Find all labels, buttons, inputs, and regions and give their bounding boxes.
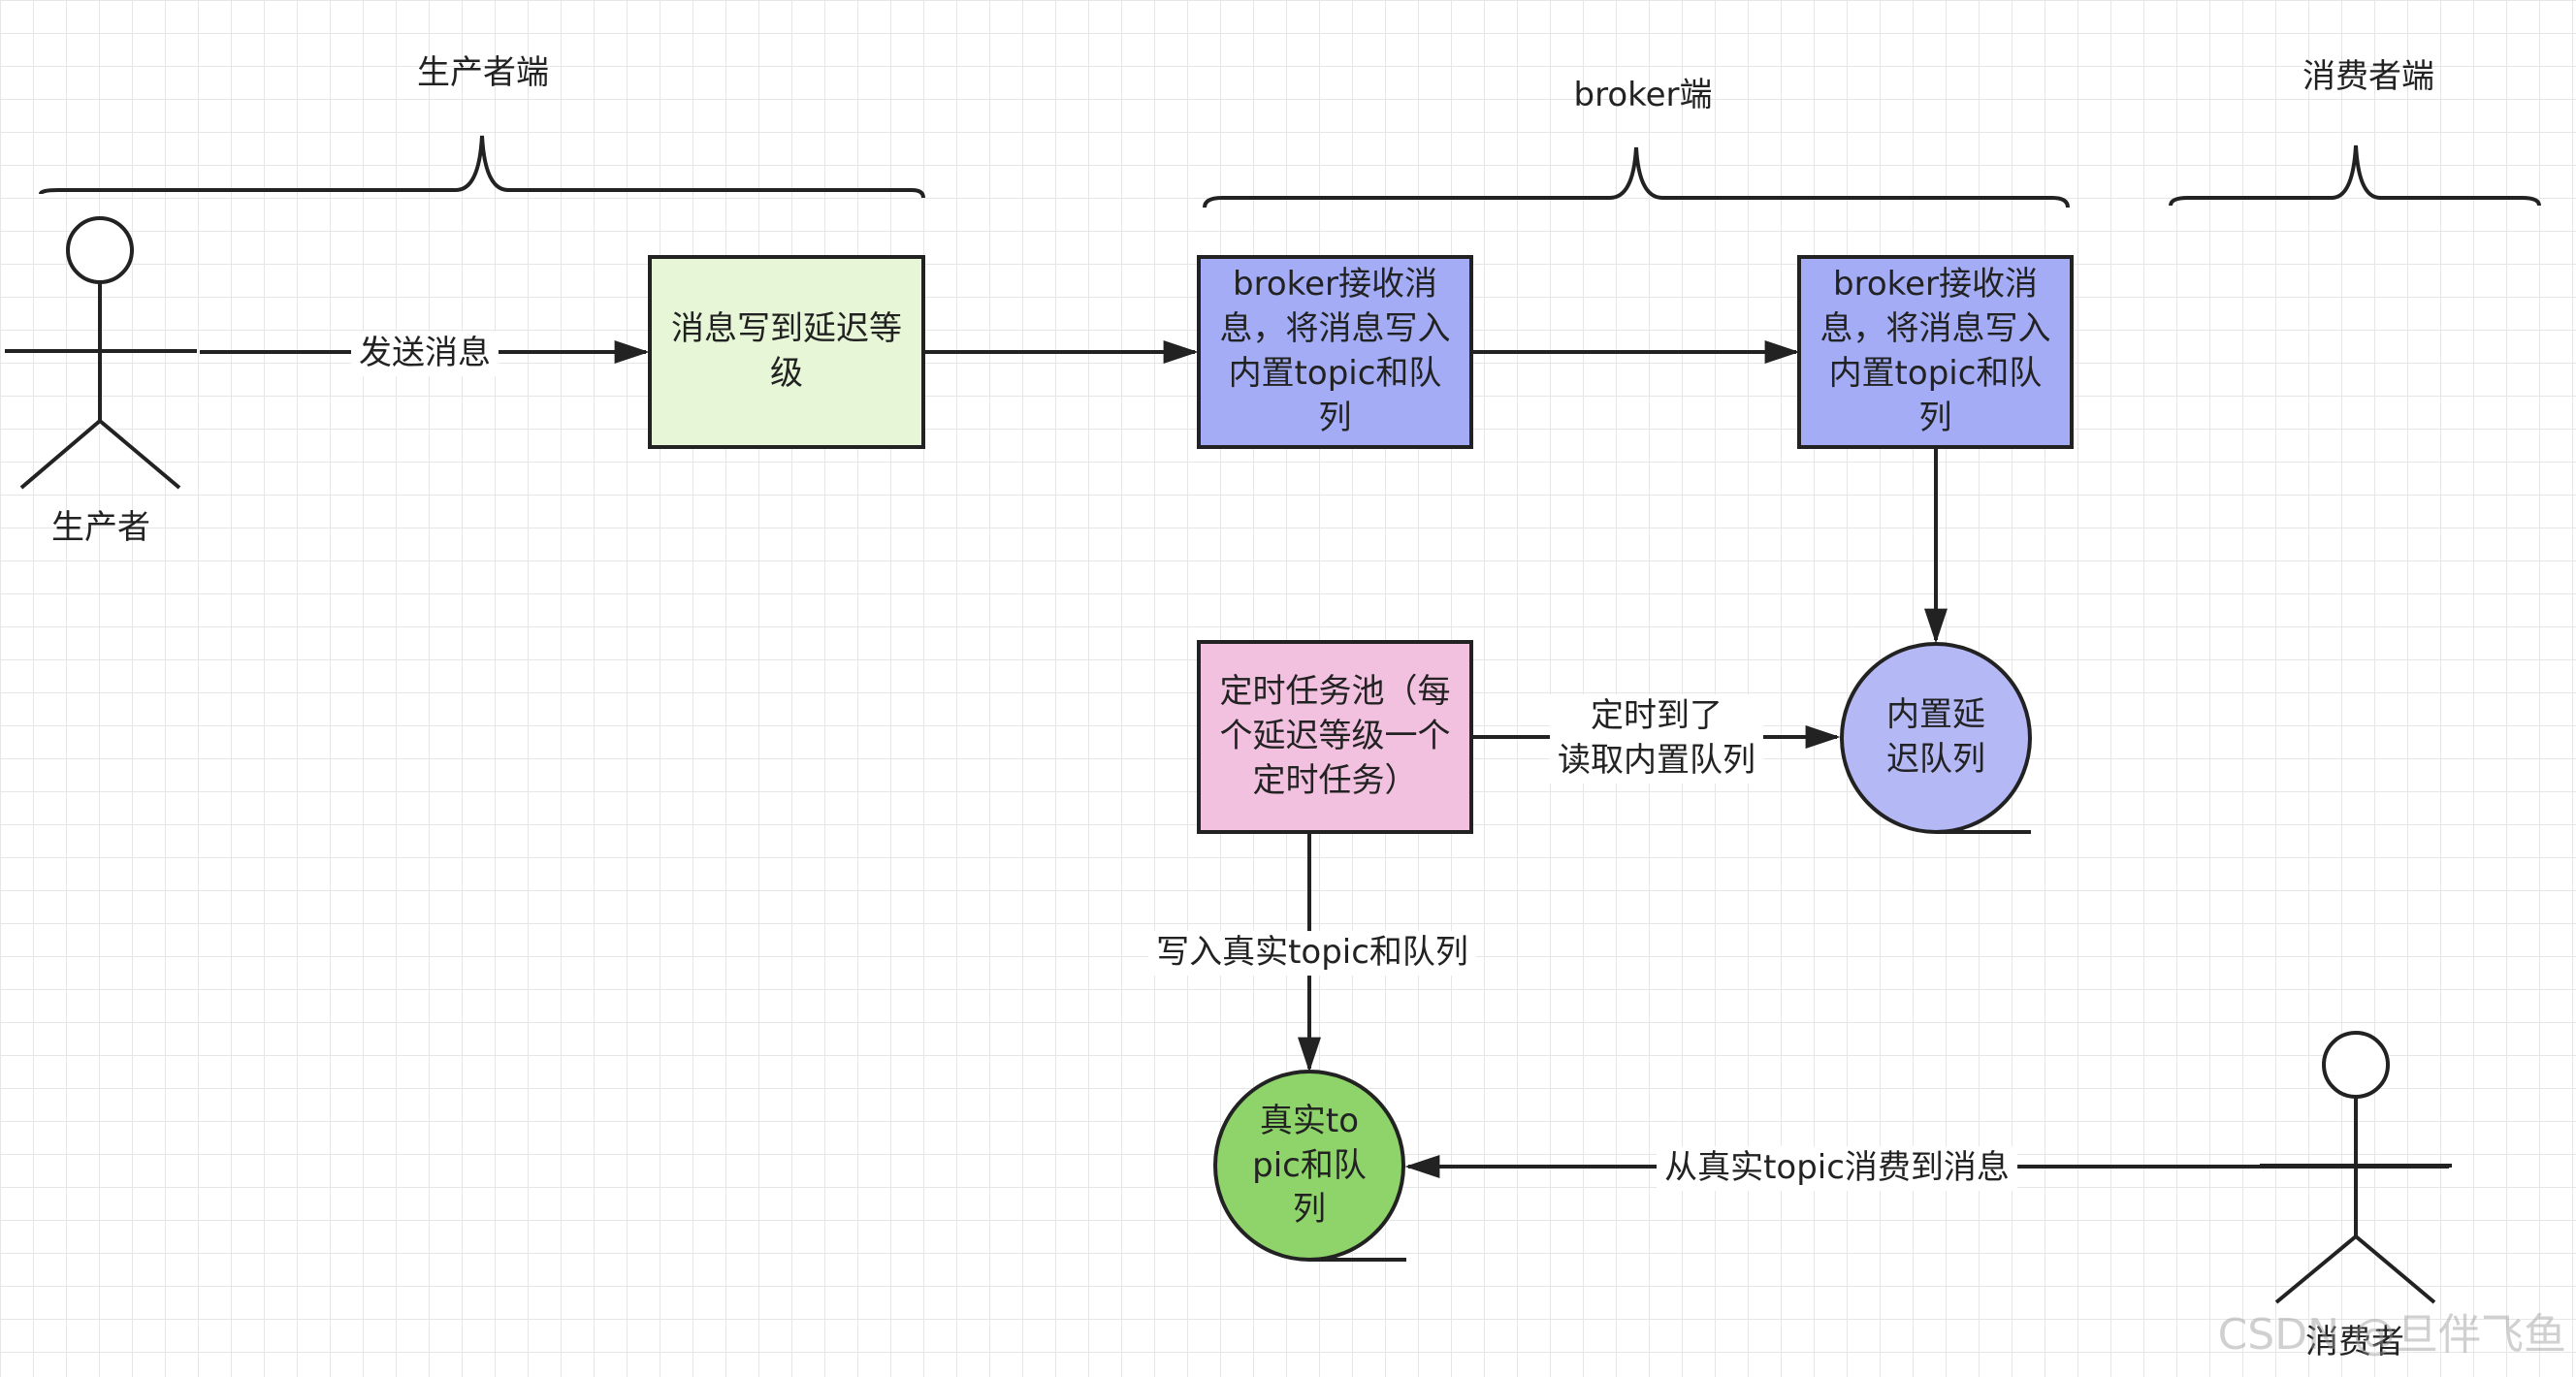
timer-edge-label-line2: 读取内置队列: [1558, 741, 1755, 780]
timer-pool-box: [1197, 640, 1473, 834]
section-consumer-title: 消费者端: [2302, 57, 2434, 97]
broker-recv-text-2: broker接收消息，将消息写入内置topic和队列: [1819, 265, 2051, 437]
csdn-watermark: CSDN @旦伴飞鱼: [2217, 1310, 2566, 1360]
timer-edge-label: 定时到了 读取内置队列: [1550, 694, 1763, 784]
consumer-brace: [2169, 144, 2541, 207]
timer-edge-label-line1: 定时到了: [1591, 696, 1723, 736]
broker-recv-text-1: broker接收消息，将消息写入内置topic和队列: [1219, 265, 1451, 437]
write-real-edge-label: 写入真实topic和队列: [1148, 931, 1476, 976]
write-level-box: [648, 255, 925, 449]
producer-actor-icon: [5, 216, 197, 490]
real-queue-text: 真实topic和队列: [1252, 1101, 1367, 1230]
timer-pool-text: 定时任务池（每个延迟等级一个定时任务）: [1219, 672, 1451, 800]
send-edge-label: 发送消息: [351, 332, 499, 376]
broker-recv-box-2: [1797, 255, 2074, 449]
section-broker-title: broker端: [1573, 76, 1713, 115]
write-level-text: 消息写到延迟等级: [671, 309, 902, 393]
section-producer-title: 生产者端: [417, 53, 549, 93]
producer-brace: [39, 135, 925, 199]
producer-actor-label: 生产者: [51, 508, 150, 548]
broker-recv-box-1: [1197, 255, 1473, 449]
consumer-actor-label: 消费者: [2305, 1323, 2404, 1362]
consume-edge-label: 从真实topic消费到消息: [1657, 1146, 2017, 1191]
broker-brace: [1203, 146, 2070, 208]
delay-queue-text: 内置延迟队列: [1886, 695, 1985, 779]
